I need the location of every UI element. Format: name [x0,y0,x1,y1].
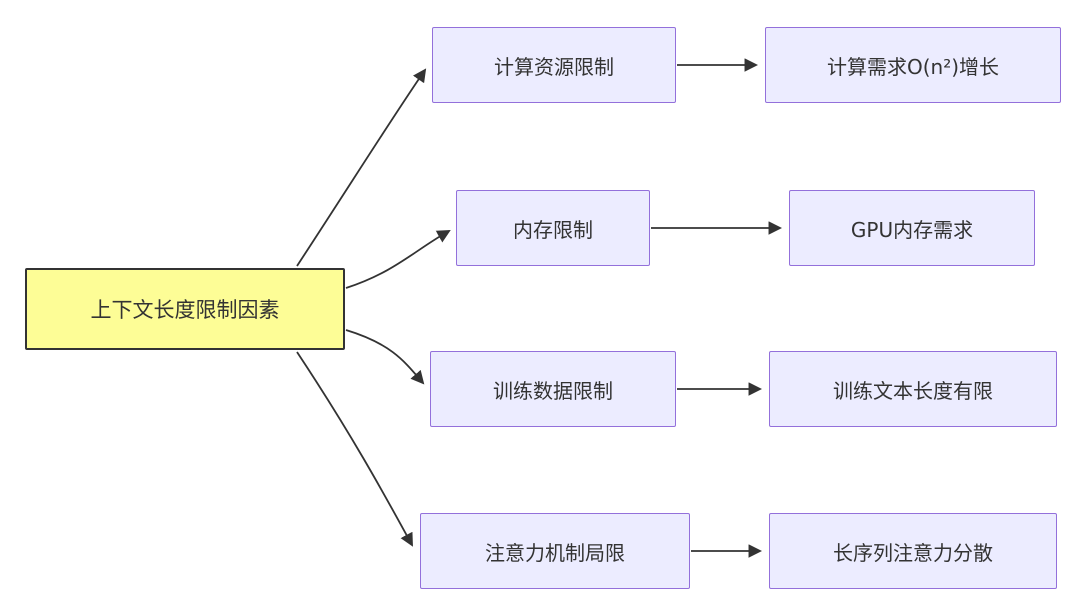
node-attention-mechanism-limit[interactable]: 注意力机制局限 [420,513,690,589]
node-label: 内存限制 [513,217,593,242]
node-label: 长序列注意力分散 [833,540,993,565]
node-gpu-memory-demand[interactable]: GPU内存需求 [789,190,1035,266]
node-label: 训练数据限制 [493,378,613,403]
node-label: 计算需求O(n²)增长 [826,54,1000,79]
node-long-sequence-attention-dispersion[interactable]: 长序列注意力分散 [769,513,1057,589]
node-compute-resource-limit[interactable]: 计算资源限制 [432,27,676,103]
node-label: 训练文本长度有限 [833,378,993,403]
node-label: 注意力机制局限 [485,540,625,565]
node-label: 计算资源限制 [494,54,614,79]
node-training-data-limit[interactable]: 训练数据限制 [430,351,676,427]
node-label: 上下文长度限制因素 [90,298,280,322]
node-memory-limit[interactable]: 内存限制 [456,190,650,266]
node-training-text-length-limited[interactable]: 训练文本长度有限 [769,351,1057,427]
node-root-context-length-factors[interactable]: 上下文长度限制因素 [25,268,345,350]
edge-root-to-attention [296,351,413,547]
edge-root-to-memory [345,230,451,289]
node-label: GPU内存需求 [850,217,974,242]
edge-root-to-training [345,329,425,385]
node-compute-demand-growth[interactable]: 计算需求O(n²)增长 [765,27,1061,103]
edge-root-to-compute [296,68,427,267]
